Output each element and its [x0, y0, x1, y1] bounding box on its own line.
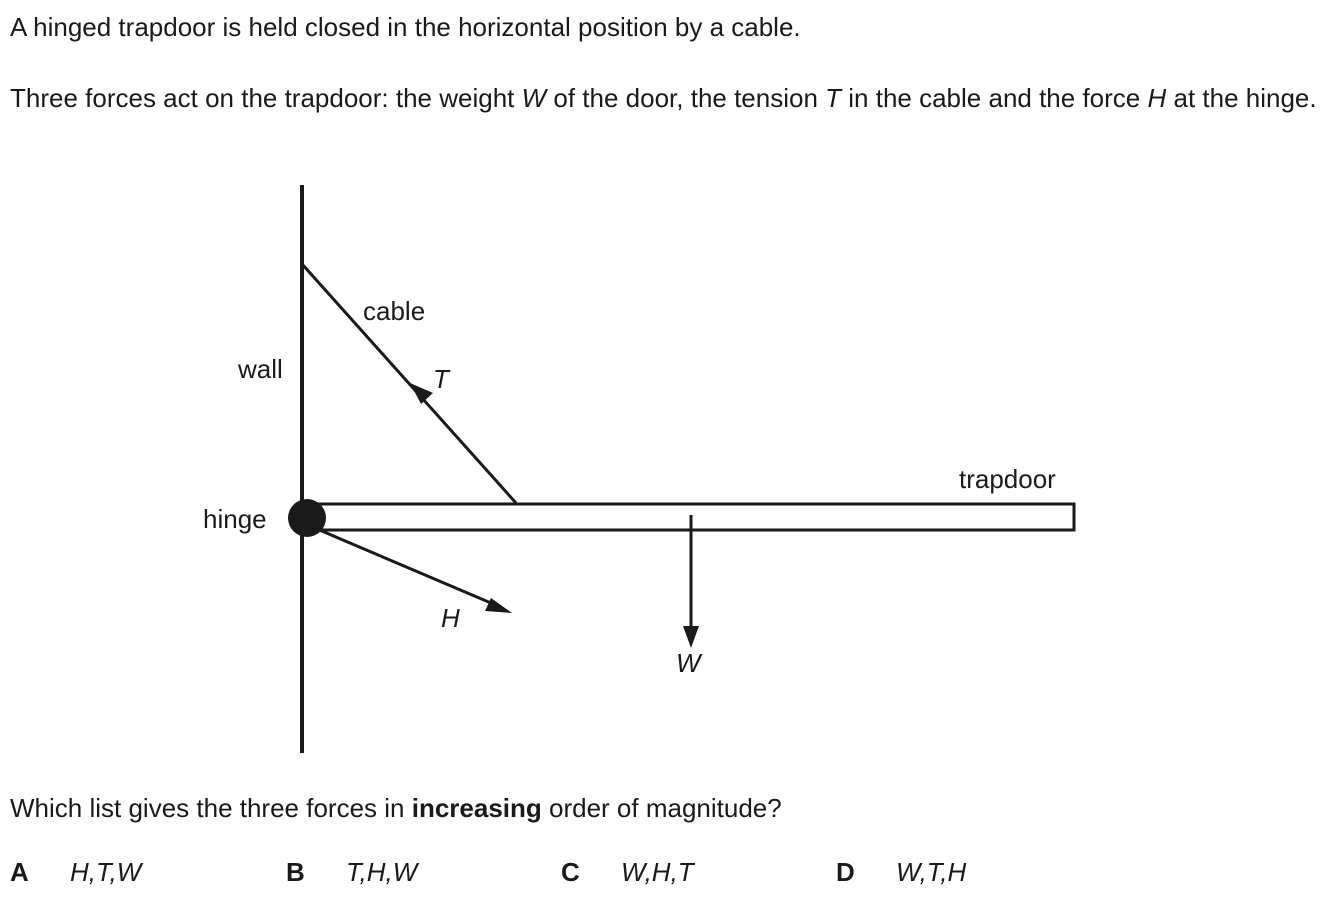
- weight-arrowhead: [683, 626, 699, 648]
- option-value: H,T,W: [70, 857, 142, 887]
- intro-text: at the hinge.: [1166, 83, 1317, 113]
- tension-arrowhead: [410, 383, 433, 404]
- option-letter: D: [836, 857, 855, 887]
- tension-symbol: T: [825, 83, 842, 113]
- hinge-label: hinge: [203, 504, 267, 534]
- intro-line-1: A hinged trapdoor is held closed in the …: [10, 12, 801, 42]
- trapdoor-label: trapdoor: [959, 464, 1056, 494]
- weight-symbol: W: [521, 83, 547, 113]
- option-b[interactable]: B T,H,W: [286, 855, 417, 890]
- question-part: Which list gives the three forces in: [10, 793, 412, 823]
- question-text: Which list gives the three forces in inc…: [10, 791, 1330, 826]
- intro-text: Three forces act on the trapdoor: the we…: [10, 83, 522, 113]
- hinge-force-symbol: H: [1147, 83, 1167, 113]
- hinge-dot: [288, 499, 326, 537]
- intro-text: of the door, the tension: [546, 83, 826, 113]
- tension-label: T: [433, 364, 451, 394]
- intro-sentence-2: Three forces act on the trapdoor: the we…: [10, 81, 1328, 116]
- hinge-force-label: H: [441, 603, 460, 633]
- option-letter: A: [10, 857, 29, 887]
- option-c[interactable]: C W,H,T: [561, 855, 694, 890]
- cable-line: [300, 262, 518, 505]
- hinge-force-line: [309, 524, 499, 608]
- intro-sentence-1: A hinged trapdoor is held closed in the …: [10, 10, 1330, 45]
- wall-label: wall: [237, 354, 283, 384]
- option-a[interactable]: A H,T,W: [10, 855, 141, 890]
- option-value: W,H,T: [621, 857, 694, 887]
- option-d[interactable]: D W,T,H: [836, 855, 966, 890]
- cable-label: cable: [363, 296, 425, 326]
- option-value: W,T,H: [896, 857, 967, 887]
- question-emphasis: increasing: [411, 793, 542, 823]
- option-value: T,H,W: [346, 857, 418, 887]
- option-letter: B: [286, 857, 305, 887]
- intro-text: in the cable and the force: [841, 83, 1148, 113]
- question-part: order of magnitude?: [541, 793, 782, 823]
- hinge-force-arrowhead: [485, 598, 512, 613]
- weight-label: W: [676, 648, 703, 678]
- option-letter: C: [561, 857, 580, 887]
